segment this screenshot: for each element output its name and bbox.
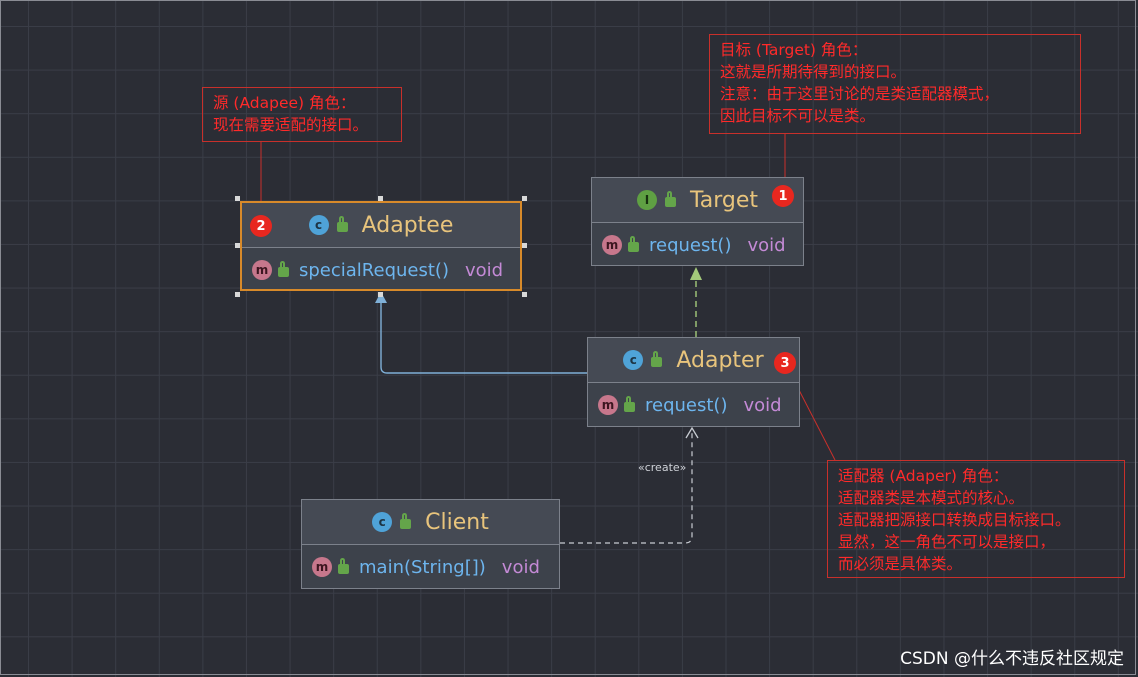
adapter-method-name: request(): [645, 394, 728, 416]
target-number-badge: 1: [772, 185, 794, 207]
method-icon: m: [312, 557, 332, 577]
public-lock-icon: [624, 396, 635, 412]
adaptee-class-header[interactable]: c Adaptee: [242, 203, 520, 248]
adapter-class-name: Adapter: [676, 347, 764, 373]
class-kind-icon: c: [372, 512, 393, 532]
client-class-name: Client: [425, 509, 489, 535]
selection-handle[interactable]: [235, 196, 240, 201]
client-class-box[interactable]: c Client m main(String[]) void: [301, 499, 560, 589]
public-lock-icon: [628, 236, 639, 252]
public-lock-icon: [400, 513, 412, 529]
dependency-line: [560, 432, 693, 544]
target-interface-name: Target: [689, 187, 759, 213]
target-interface-box[interactable]: I Target m request() void 1: [591, 177, 804, 266]
interface-kind-icon: I: [636, 190, 657, 210]
realization-arrowhead: [690, 267, 702, 280]
target-method-name: request(): [649, 234, 732, 256]
adapter-class-header[interactable]: c Adapter: [588, 338, 799, 383]
watermark: CSDN @什么不违反社区规定: [900, 649, 1124, 669]
adaptee-class-box[interactable]: c Adaptee m specialRequest() void 2: [240, 201, 522, 291]
method-icon: m: [252, 260, 272, 280]
class-kind-icon: c: [623, 350, 644, 370]
method-icon: m: [598, 395, 618, 415]
adaptee-method-name: specialRequest(): [299, 259, 449, 281]
adaptee-return-type: void: [464, 259, 504, 281]
class-kind-icon: c: [308, 215, 329, 235]
adaptee-class-name: Adaptee: [361, 212, 454, 238]
adaptee-number-badge: 2: [250, 215, 272, 237]
dependency-arrowhead: [685, 426, 699, 439]
client-class-header[interactable]: c Client: [302, 500, 559, 545]
selection-handle[interactable]: [378, 292, 383, 297]
client-method-row[interactable]: m main(String[]) void: [302, 545, 559, 589]
public-lock-icon: [338, 558, 349, 574]
selection-handle[interactable]: [235, 292, 240, 297]
create-stereotype-label: «create»: [638, 461, 687, 474]
public-lock-icon: [664, 191, 676, 207]
adapter-class-box[interactable]: c Adapter m request() void 3: [587, 337, 800, 427]
adapter-method-row[interactable]: m request() void: [588, 383, 799, 427]
selection-handle[interactable]: [378, 196, 383, 201]
selection-handle[interactable]: [522, 292, 527, 297]
adaptee-role-note: 源 (Adapee) 角色： 现在需要适配的接口。: [202, 87, 402, 142]
public-lock-icon: [651, 351, 663, 367]
method-icon: m: [602, 235, 622, 255]
target-return-type: void: [747, 234, 786, 256]
adapter-role-note: 适配器 (Adaper) 角色： 适配器类是本模式的核心。 适配器把源接口转换成…: [827, 460, 1125, 578]
adaptee-method-row[interactable]: m specialRequest() void: [242, 248, 520, 292]
selection-handle[interactable]: [235, 243, 240, 248]
client-method-name: main(String[]): [359, 556, 486, 578]
client-return-type: void: [501, 556, 540, 578]
adapter-number-badge: 3: [774, 352, 796, 374]
adapter-note-leader: [798, 389, 836, 461]
public-lock-icon: [278, 261, 289, 277]
inheritance-arrowhead: [375, 292, 387, 303]
adapter-return-type: void: [743, 394, 782, 416]
public-lock-icon: [336, 216, 348, 232]
inheritance-line: [380, 296, 588, 374]
target-interface-header[interactable]: I Target: [592, 178, 803, 223]
selection-handle[interactable]: [522, 196, 527, 201]
target-method-row[interactable]: m request() void: [592, 223, 803, 267]
selection-handle[interactable]: [522, 243, 527, 248]
target-role-note: 目标 (Target) 角色： 这就是所期待得到的接口。 注意：由于这里讨论的是…: [709, 34, 1081, 134]
